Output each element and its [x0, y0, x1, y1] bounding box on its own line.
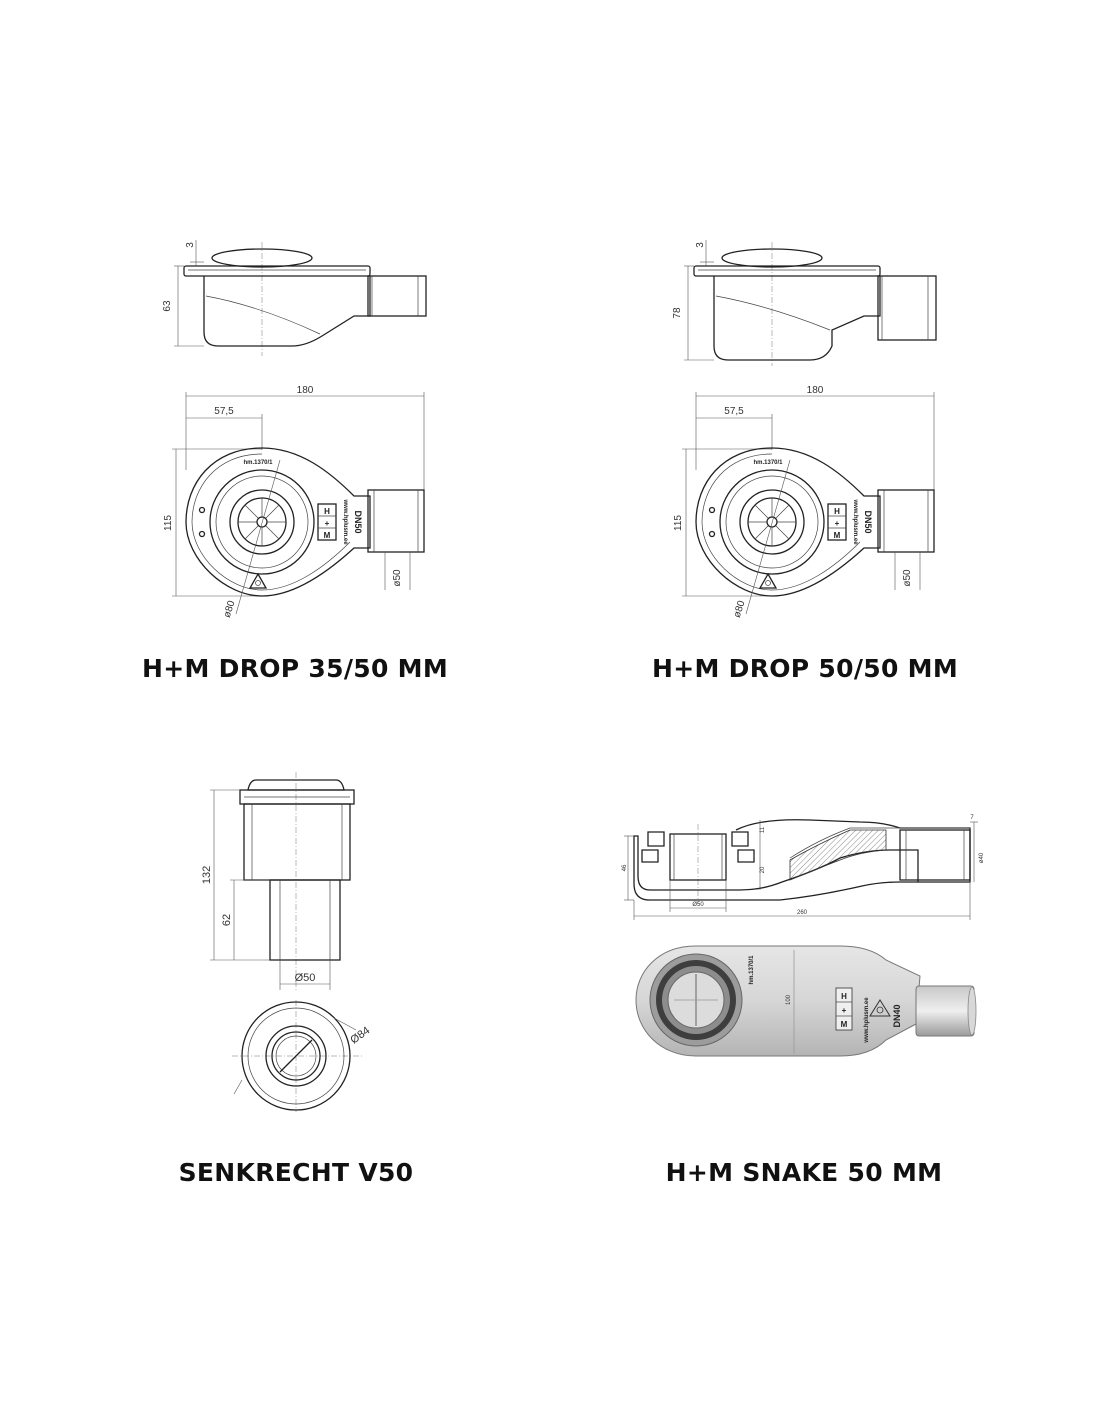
snake-50-depth-label: 7: [970, 815, 974, 821]
svg-text:+: +: [835, 519, 840, 528]
snake-50-drawing: 46 11 20 7 ø40 Ø50 260: [622, 815, 985, 1057]
svg-text:H: H: [324, 507, 330, 516]
snake-50-section-view: 46 11 20 7 ø40 Ø50 260: [622, 815, 985, 920]
senkrecht-v50-height-label: 132: [201, 866, 213, 884]
drop-50-50-flange-label: 3: [695, 242, 706, 248]
drop-35-50-flange-label: 3: [185, 242, 196, 248]
drop-50-50-length-label: 180: [807, 385, 824, 396]
drop-50-50-panel: 3 78 180 57,5 115 ø50: [510, 0, 1060, 700]
drop-50-50-side-view: 3 78: [672, 240, 937, 366]
drop-50-50-outlet-label: ø50: [902, 569, 913, 587]
senkrecht-v50-side-view: 132 62 Ø50: [201, 772, 355, 990]
hm-logo-icon: H + M: [827, 503, 847, 541]
svg-text:M: M: [324, 531, 331, 540]
drop-50-50-offset-label: 57,5: [724, 406, 744, 417]
drop-50-50-width-label: 115: [673, 515, 684, 531]
snake-50-outlet-dia-label: ø40: [979, 852, 985, 863]
senkrecht-v50-pipe-height-label: 62: [221, 914, 233, 926]
drop-50-50-mark-top: hm.1370/1: [753, 460, 783, 466]
drop-35-50-top-view: 180 57,5 115 ø50: [163, 385, 425, 619]
drop-35-50-mark-side: www.hplusm.ee: [342, 498, 348, 545]
svg-text:H: H: [841, 992, 847, 1001]
certification-triangle-icon: [758, 572, 778, 589]
snake-50-dn-label: DN40: [892, 1004, 902, 1027]
snake-50-length-label: 260: [797, 910, 808, 916]
drop-35-50-body-dia-label: ø80: [222, 599, 238, 619]
hm-logo-icon: H + M: [835, 987, 853, 1031]
drop-35-50-panel: 3 63 180 57,5 115 ø50: [0, 0, 550, 700]
svg-text:H: H: [834, 507, 840, 516]
drop-35-50-side-view: 3 63: [162, 240, 427, 356]
snake-50-height-label: 46: [622, 864, 628, 871]
svg-text:M: M: [841, 1020, 848, 1029]
senkrecht-v50-pipe-dia-label: Ø50: [295, 972, 316, 984]
senkrecht-v50-drawing: 132 62 Ø50 Ø84: [201, 772, 372, 1112]
snake-50-title: H+M SNAKE 50 MM: [665, 1158, 943, 1187]
svg-text:+: +: [842, 1006, 847, 1015]
snake-50-width-label: 100: [786, 994, 792, 1005]
drop-35-50-drawing: 3 63 180 57,5 115 ø50: [162, 240, 427, 619]
drop-50-50-height-label: 78: [672, 307, 683, 319]
drop-35-50-mark-top: hm.1370/1: [243, 460, 273, 466]
snake-50-top-label: 11: [760, 826, 766, 833]
snake-50-panel: 46 11 20 7 ø40 Ø50 260: [550, 700, 1100, 1422]
svg-text:+: +: [325, 519, 330, 528]
certification-triangle-icon: [869, 999, 891, 1017]
snake-50-inner-dia-label: Ø50: [692, 902, 704, 908]
drop-35-50-dn-label: DN50: [353, 510, 363, 533]
svg-text:M: M: [834, 531, 841, 540]
drop-50-50-drawing: 3 78 180 57,5 115 ø50: [672, 240, 937, 619]
snake-50-mark-top: hm.1370/1: [749, 955, 755, 985]
drop-35-50-title: H+M DROP 35/50 MM: [141, 654, 449, 683]
drop-50-50-title: H+M DROP 50/50 MM: [651, 654, 959, 683]
drop-35-50-height-label: 63: [162, 300, 173, 312]
drop-35-50-width-label: 115: [163, 515, 174, 531]
drop-50-50-top-view: 180 57,5 115 ø50: [673, 385, 935, 619]
drop-50-50-mark-side: www.hplusm.ee: [852, 498, 858, 545]
drop-35-50-length-label: 180: [297, 385, 314, 396]
senkrecht-v50-title: SENKRECHT V50: [178, 1158, 414, 1187]
drop-35-50-offset-label: 57,5: [214, 406, 234, 417]
drop-50-50-body-dia-label: ø80: [732, 599, 748, 619]
snake-50-mark-side: www.hplusm.ee: [864, 997, 870, 1044]
senkrecht-v50-top-view: Ø84: [232, 1000, 372, 1112]
snake-50-step-label: 20: [760, 866, 766, 873]
hm-logo-icon: H + M: [317, 503, 337, 541]
senkrecht-v50-panel: 132 62 Ø50 Ø84 SENKRECHT V50: [0, 700, 550, 1422]
snake-50-top-view: hm.1370/1 100 H + M www.hplusm.ee DN40: [635, 945, 977, 1057]
drop-50-50-dn-label: DN50: [863, 510, 873, 533]
certification-triangle-icon: [248, 572, 268, 589]
drop-35-50-outlet-label: ø50: [392, 569, 403, 587]
